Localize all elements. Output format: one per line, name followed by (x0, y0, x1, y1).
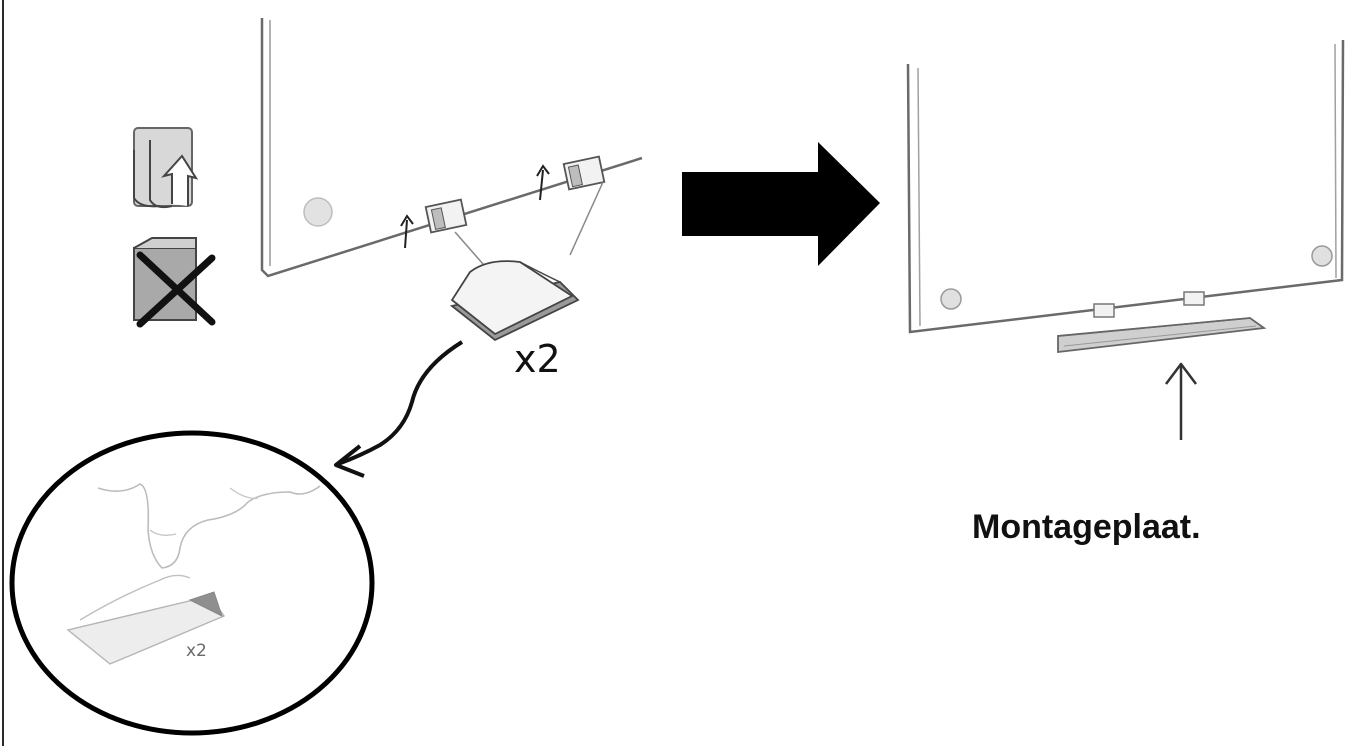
right-arrow-icon (682, 142, 880, 266)
right-board-hole-left (940, 288, 962, 310)
folded-clip-icon (133, 127, 199, 209)
crossed-clip-icon (133, 237, 216, 328)
inset-quantity-label: x2 (186, 641, 207, 661)
right-board (906, 39, 1345, 334)
right-board-clip-left (1093, 303, 1115, 318)
right-board-clip-right (1183, 291, 1205, 306)
mounting-plate (1057, 317, 1267, 354)
left-board (260, 18, 643, 278)
callout-arrow (334, 340, 464, 478)
inset-detail-circle: x2 (9, 430, 375, 736)
board-clip-left (400, 198, 468, 249)
board-clip-right (536, 155, 606, 201)
quantity-label: x2 (514, 337, 561, 381)
mounting-plate-caption: Montageplaat. (972, 508, 1201, 546)
board-mount-hole (303, 197, 333, 227)
up-arrow-icon (1165, 362, 1197, 440)
left-border-line (2, 0, 4, 746)
adhesive-tape-pad (449, 260, 580, 342)
right-board-hole-right (1311, 245, 1333, 267)
